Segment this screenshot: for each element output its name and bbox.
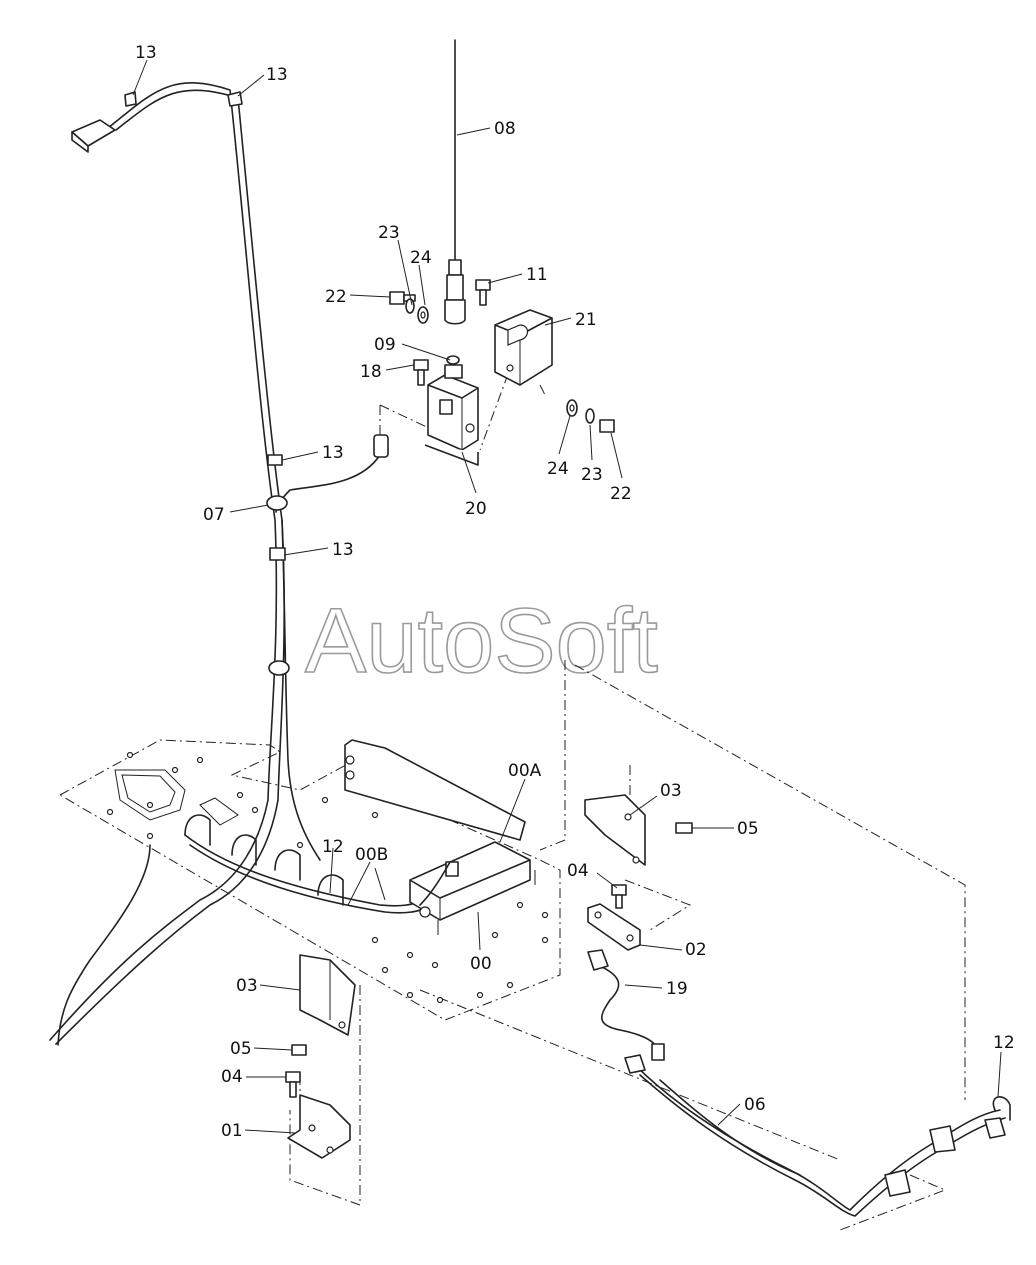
label-24-b: 24: [547, 459, 569, 479]
label-04-a: 04: [567, 861, 589, 881]
label-04-b: 04: [221, 1067, 243, 1087]
mounting-rail: [344, 739, 526, 841]
part-labels: 13 13 08 23 24 22 11 21 09 18 13 07 20 2…: [135, 43, 1015, 1141]
label-09: 09: [374, 335, 396, 355]
assembly-guide-lines: [289, 354, 966, 1231]
label-13-a: 13: [135, 43, 157, 63]
label-20: 20: [465, 499, 487, 519]
label-22-a: 22: [325, 287, 347, 307]
label-03-a: 03: [660, 781, 682, 801]
label-02: 02: [685, 940, 707, 960]
antenna-rod: [444, 39, 466, 325]
label-00: 00: [470, 954, 492, 974]
antenna-base: [424, 355, 479, 466]
label-12-b: 12: [993, 1033, 1015, 1053]
label-18: 18: [360, 362, 382, 382]
label-23-b: 23: [581, 465, 603, 485]
label-00b: 00B: [355, 845, 388, 865]
label-07: 07: [203, 505, 225, 525]
bracket-02: [587, 903, 641, 951]
cable-clamps: [184, 814, 344, 906]
label-05-a: 05: [737, 819, 759, 839]
label-12-a: 12: [322, 837, 344, 857]
harness-19: [587, 949, 665, 1061]
label-13-c: 13: [322, 443, 344, 463]
label-08: 08: [494, 119, 516, 139]
label-22-b: 22: [610, 484, 632, 504]
label-11: 11: [526, 265, 548, 285]
label-05-b: 05: [230, 1039, 252, 1059]
label-03-b: 03: [236, 976, 258, 996]
bracket-21: [494, 309, 553, 386]
label-23-a: 23: [378, 223, 400, 243]
leader-lines: [132, 59, 1002, 1134]
bracket-03-left: [299, 954, 356, 1036]
label-21: 21: [575, 310, 597, 330]
harness-06: [624, 1054, 1011, 1217]
label-13-d: 13: [332, 540, 354, 560]
label-24-a: 24: [410, 248, 432, 268]
label-06: 06: [744, 1095, 766, 1115]
label-19: 19: [666, 979, 688, 999]
label-01: 01: [221, 1121, 243, 1141]
bracket-03-right: [584, 794, 646, 866]
antenna-cable: [49, 82, 426, 1046]
watermark-text: AutoSoft: [305, 590, 658, 692]
label-00a: 00A: [508, 761, 542, 781]
plate-holes: [106, 751, 549, 1004]
radio-unit: [409, 841, 536, 935]
bracket-01: [287, 1094, 351, 1159]
label-13-b: 13: [266, 65, 288, 85]
fasteners: [285, 279, 693, 1098]
